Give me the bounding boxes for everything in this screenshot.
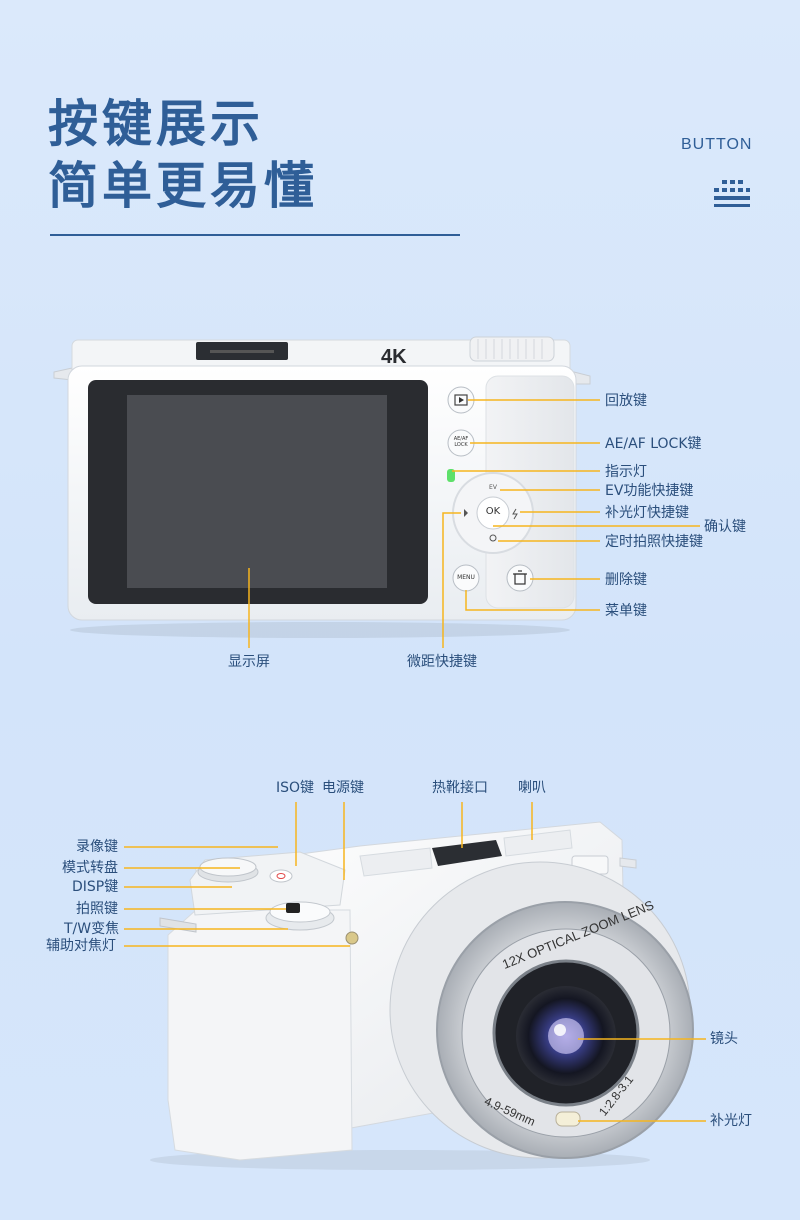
macro-icon (464, 509, 468, 517)
label-fill-light-shortcut: 补光灯快捷键 (605, 505, 689, 521)
ev-button[interactable]: EV (489, 484, 497, 491)
label-ae-af-lock: AE/AF LOCK键 (605, 436, 702, 452)
label-indicator: 指示灯 (605, 464, 647, 480)
timer-icon (489, 534, 497, 542)
label-delete: 删除键 (605, 572, 647, 588)
fill-light-lamp (555, 1111, 581, 1127)
label-speaker: 喇叭 (518, 780, 546, 796)
ae-af-lock-button[interactable]: AE/AF LOCK (453, 436, 469, 448)
label-ev: EV功能快捷键 (605, 483, 694, 499)
label-playback: 回放键 (605, 393, 647, 409)
play-icon (459, 397, 464, 403)
ok-button[interactable]: OK (485, 506, 501, 517)
title-underline (50, 234, 460, 236)
label-shutter: 拍照键 (76, 901, 118, 917)
flash-icon (512, 508, 518, 520)
trash-icon (513, 570, 527, 585)
label-lens: 镜头 (710, 1031, 738, 1047)
screen-brand-4k: 4K (381, 346, 407, 368)
label-iso: ISO键 (276, 780, 315, 796)
label-disp: DISP键 (72, 879, 119, 895)
menu-button[interactable]: MENU (457, 574, 475, 581)
label-confirm: 确认键 (704, 519, 746, 535)
label-mode-dial: 模式转盘 (62, 860, 118, 876)
label-display: 显示屏 (228, 654, 270, 670)
front-leader-lines (124, 802, 706, 1122)
back-leader-lines (248, 399, 700, 648)
label-zoom: T/W变焦 (64, 921, 120, 937)
label-power: 电源键 (322, 780, 364, 796)
page-title-line-1: 按键展示 (48, 95, 264, 153)
page-title-line-2: 简单更易懂 (48, 157, 318, 215)
indicator-light (447, 469, 455, 482)
label-record: 录像键 (76, 839, 118, 855)
label-macro: 微距快捷键 (407, 654, 477, 670)
label-menu: 菜单键 (605, 603, 647, 619)
label-fill-light: 补光灯 (710, 1113, 752, 1129)
label-af-assist: 辅助对焦灯 (46, 938, 116, 954)
label-hot-shoe: 热靴接口 (432, 780, 488, 796)
button-tag: BUTTON (681, 136, 753, 153)
label-timer: 定时拍照快捷键 (605, 534, 703, 550)
